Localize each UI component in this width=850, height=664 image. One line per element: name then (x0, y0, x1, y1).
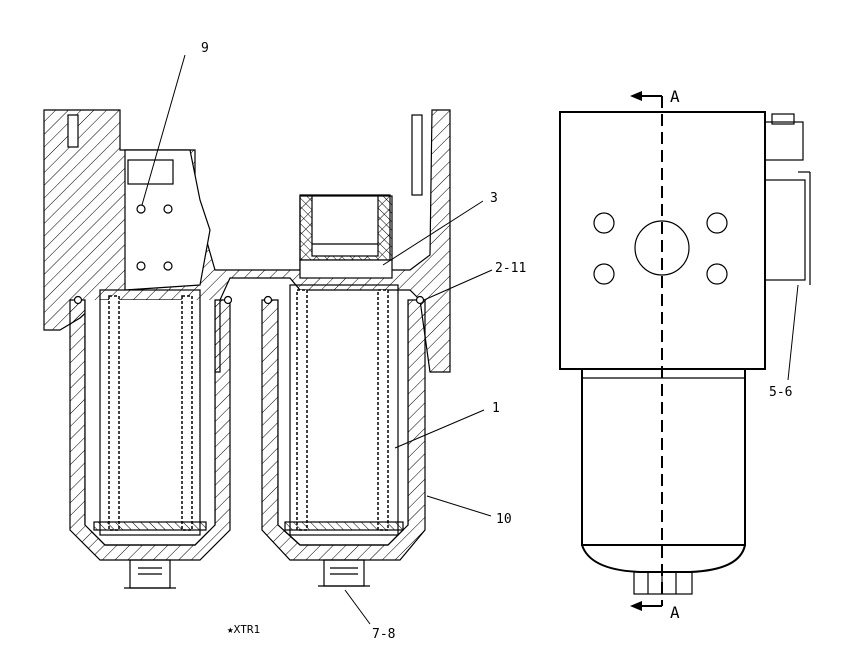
label-section-a-top: A (670, 87, 680, 106)
left-filter-element (93, 289, 207, 536)
o-ring-mid-left (223, 295, 233, 305)
o-ring-right (415, 295, 425, 305)
external-view (559, 91, 811, 611)
label-part-1: 1 (492, 401, 500, 416)
center-port (634, 220, 690, 276)
label-part-3: 3 (490, 191, 498, 206)
label-part-5-6: 5-6 (769, 385, 792, 400)
label-part-9: 9 (201, 41, 209, 56)
right-drain-plug (318, 559, 370, 587)
label-section-a-bottom: A (670, 603, 680, 622)
label-drawing-code: ★XTR1 (227, 623, 260, 636)
o-ring-left (73, 295, 83, 305)
label-part-2-11: 2-11 (495, 261, 526, 276)
side-sensor (764, 113, 811, 285)
section-view (43, 54, 493, 625)
bowl-external (581, 369, 746, 546)
left-drain-plug (124, 559, 176, 589)
o-ring-mid-right (263, 295, 273, 305)
label-part-10: 10 (496, 512, 512, 527)
label-part-7-8: 7-8 (372, 627, 395, 642)
right-filter-element (284, 284, 404, 536)
port-plate (127, 159, 174, 271)
